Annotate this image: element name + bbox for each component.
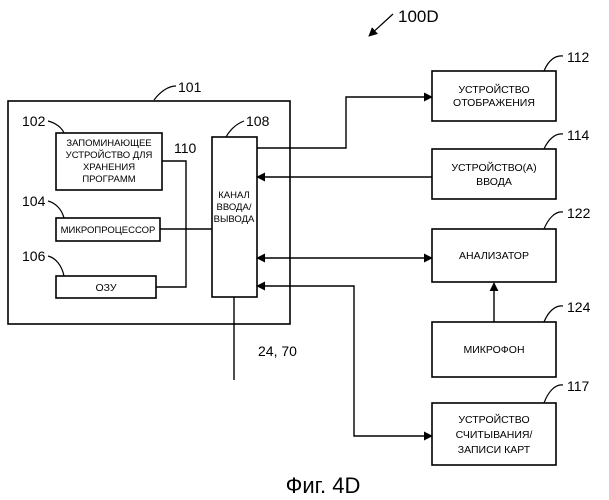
card-reader-ref-label: 117 bbox=[567, 378, 590, 394]
card-reader-line-1: УСТРОЙСТВО bbox=[458, 413, 529, 426]
io-channel-ref-label: 108 bbox=[246, 113, 270, 129]
microprocessor-ref-label: 104 bbox=[22, 193, 46, 209]
input-ref-label: 114 bbox=[567, 127, 590, 143]
input-ref-leader bbox=[544, 134, 563, 149]
figure-caption: Фиг. 4D bbox=[286, 473, 361, 498]
microprocessor-label: МИКРОПРОЦЕССОР bbox=[61, 225, 156, 236]
io-channel-line-1: КАНАЛ bbox=[218, 190, 250, 201]
input-device-line-2: ВВОДА bbox=[476, 176, 512, 188]
analyzer-label: АНАЛИЗАТОР bbox=[459, 250, 529, 262]
display-ref-leader bbox=[544, 56, 563, 71]
program-storage-line-4: ПРОГРАММ bbox=[82, 174, 135, 185]
microphone-ref-leader bbox=[544, 306, 563, 322]
analyzer-ref-leader bbox=[544, 212, 563, 229]
microphone-ref-label: 124 bbox=[567, 299, 591, 315]
storage-ref-label: 102 bbox=[22, 113, 46, 129]
program-storage-line-3: ХРАНЕНИЯ bbox=[83, 162, 135, 173]
display-device-box bbox=[432, 71, 556, 121]
card-reader-line-2: СЧИТЫВАНИЯ/ bbox=[456, 429, 533, 441]
system-ref-label: 100D bbox=[398, 7, 439, 26]
input-device-box bbox=[432, 149, 556, 199]
program-storage-line-1: ЗАПОМИНАЮЩЕЕ bbox=[66, 138, 151, 149]
microphone-label: МИКРОФОН bbox=[463, 344, 524, 356]
bus-ref-label: 110 bbox=[174, 140, 197, 156]
system-ref-arrow bbox=[369, 14, 393, 36]
analyzer-ref-label: 122 bbox=[567, 205, 591, 221]
display-ref-label: 112 bbox=[567, 49, 590, 65]
computer-ref-leader bbox=[154, 86, 176, 100]
display-device-line-2: ОТОБРАЖЕНИЯ bbox=[453, 97, 535, 109]
external-ref-label: 24, 70 bbox=[258, 343, 297, 359]
ram-ref-label: 106 bbox=[22, 248, 46, 264]
ram-label: ОЗУ bbox=[95, 282, 116, 294]
io-channel-line-3: ВЫВОДА bbox=[214, 214, 255, 225]
io-channel-line-2: ВВОДА/ bbox=[217, 202, 252, 213]
display-device-line-1: УСТРОЙСТВО bbox=[458, 83, 529, 96]
input-device-line-1: УСТРОЙСТВО(А) bbox=[451, 161, 536, 174]
program-storage-line-2: УСТРОЙСТВО ДЛЯ bbox=[66, 149, 153, 161]
computer-ref-label: 101 bbox=[178, 79, 202, 95]
card-reader-line-3: ЗАПИСИ КАРТ bbox=[458, 444, 531, 456]
card-reader-ref-leader bbox=[544, 385, 563, 403]
